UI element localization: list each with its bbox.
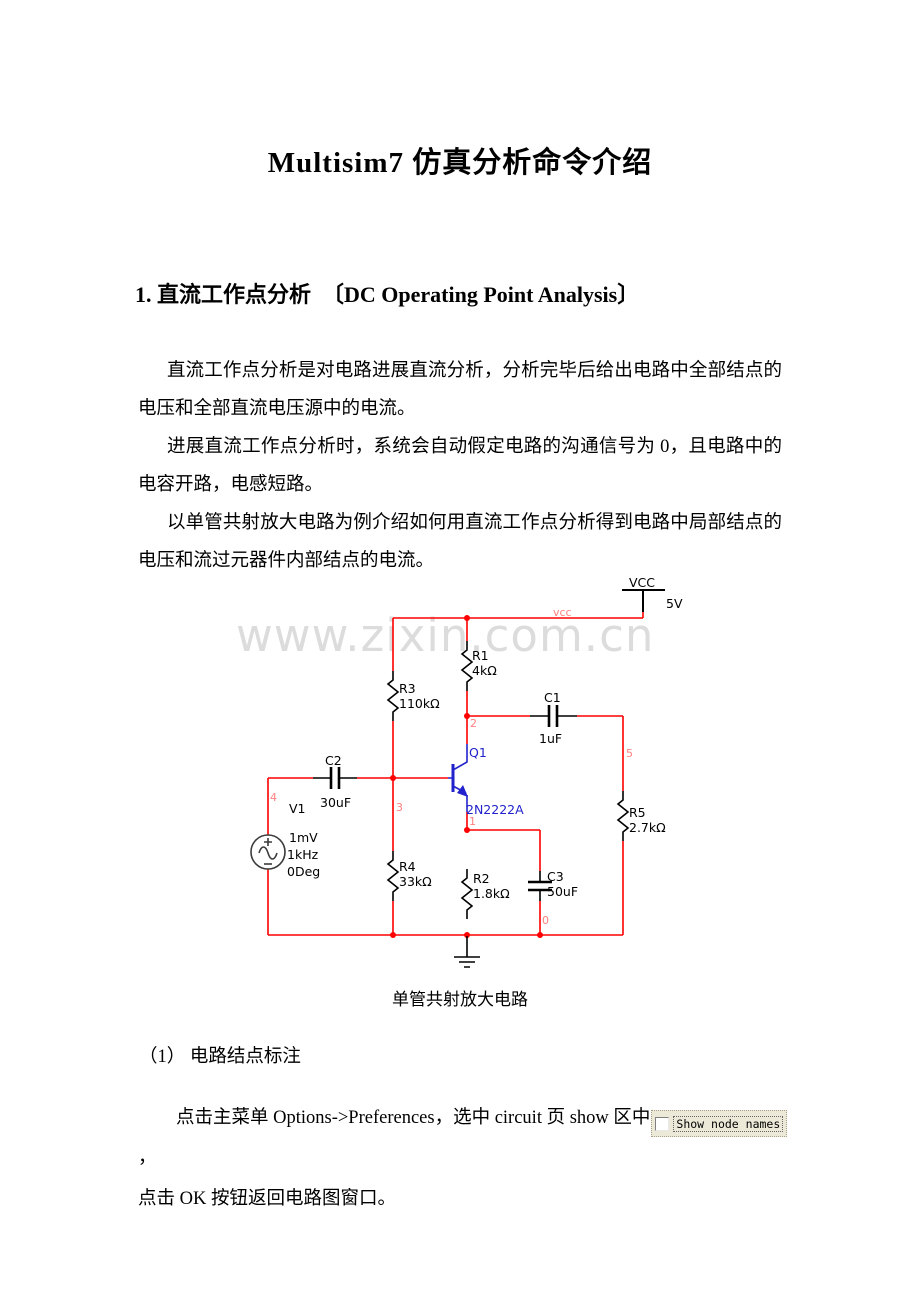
q1-ref-label: Q1 [469, 745, 487, 760]
ac-source-v1-symbol [250, 834, 286, 870]
resistor-r3-symbol [386, 671, 400, 721]
q1-model-label: 2N2222A [466, 802, 524, 817]
v1-frequency-label: 1kHz [287, 847, 319, 862]
node-label-2: 2 [470, 717, 477, 730]
r1-value-label: 4kΩ [472, 663, 497, 678]
c1-ref-label: C1 [544, 690, 561, 705]
section-heading: 1. 直流工作点分析 〔DC Operating Point Analysis〕 [135, 282, 640, 307]
circuit-diagram: www.zixin.com.cn [230, 565, 690, 983]
v1-phase-label: 0Deg [287, 864, 320, 879]
junction-dots [390, 615, 543, 938]
capacitor-c3-symbol [528, 880, 552, 892]
node-label-0: 0 [542, 914, 549, 927]
v1-amplitude-label: 1mV [289, 830, 318, 845]
body-paragraph: 进展直流工作点分析时，系统会自动假定电路的沟通信号为 0，且电路中的电容开路，电… [138, 437, 782, 495]
r1-ref-label: R1 [472, 648, 489, 663]
vcc-net-label: VCC [629, 575, 655, 590]
v1-ref-label: V1 [289, 801, 306, 816]
r2-value-label: 1.8kΩ [473, 886, 510, 901]
instruction-line-1: 点击主菜单 Options->Preferences，选中 circuit 页 … [138, 1098, 798, 1178]
body-text-block: 直流工作点分析是对电路进展直流分析，分析完毕后给出电路中全部结点的电压和全部直流… [138, 352, 782, 580]
capacitor-c1-symbol [547, 705, 559, 727]
subsection-heading: （1） 电路结点标注 [139, 1047, 301, 1067]
checkbox-icon[interactable] [655, 1116, 670, 1131]
figure-caption: 单管共射放大电路 [392, 990, 528, 1009]
resistor-r4-symbol [386, 851, 400, 901]
wire-emitter-row [466, 812, 541, 935]
r3-value-label: 110kΩ [399, 696, 440, 711]
emitter-arrow-icon [457, 785, 468, 797]
wire-net [267, 612, 644, 936]
node-label-1: 1 [469, 815, 476, 828]
wire-vcc-rail [393, 612, 644, 619]
resistor-r5-symbol [616, 791, 630, 841]
instruction-text-before: 点击主菜单 Options->Preferences，选中 circuit 页 … [176, 1108, 651, 1128]
sine-wave-icon [258, 846, 278, 860]
checkbox-label: Show node names [673, 1115, 784, 1132]
instruction-paragraph: 点击主菜单 Options->Preferences，选中 circuit 页 … [138, 1098, 798, 1219]
c1-value-label: 1uF [539, 731, 562, 746]
watermark-text: www.zixin.com.cn [236, 609, 654, 662]
r4-ref-label: R4 [399, 859, 416, 874]
wire-collector-c1 [466, 715, 623, 744]
show-node-names-option[interactable]: Show node names [651, 1110, 788, 1137]
r5-value-label: 2.7kΩ [629, 820, 666, 835]
c2-value-label: 30uF [320, 795, 351, 810]
r2-ref-label: R2 [473, 871, 490, 886]
vcc-power-symbol [622, 589, 665, 612]
node-label-4: 4 [270, 791, 277, 804]
r3-ref-label: R3 [399, 681, 416, 696]
r4-value-label: 33kΩ [399, 874, 432, 889]
net-name-vcc: vcc [553, 606, 572, 619]
r5-ref-label: R5 [629, 805, 646, 820]
c3-ref-label: C3 [547, 869, 564, 884]
vcc-value-label: 5V [666, 596, 683, 611]
c2-ref-label: C2 [325, 753, 342, 768]
resistor-r2-symbol [460, 869, 474, 919]
node-label-5: 5 [626, 747, 633, 760]
body-paragraph: 以单管共射放大电路为例介绍如何用直流工作点分析得到电路中局部结点的电压和流过元器… [138, 513, 782, 571]
resistor-r1-symbol [460, 641, 474, 691]
c3-value-label: 50uF [547, 884, 578, 899]
node-label-3: 3 [396, 801, 403, 814]
capacitor-c2-symbol [329, 767, 341, 789]
page-title: Multisim7 仿真分析命令介绍 [267, 147, 653, 179]
instruction-line-2: 点击 OK 按钮返回电路图窗口。 [138, 1189, 396, 1209]
ground-symbol [454, 936, 480, 968]
plus-icon [264, 838, 272, 846]
instruction-text-after: ， [138, 1148, 157, 1168]
body-paragraph: 直流工作点分析是对电路进展直流分析，分析完毕后给出电路中全部结点的电压和全部直流… [138, 361, 782, 419]
transistor-q1-symbol [448, 744, 468, 812]
